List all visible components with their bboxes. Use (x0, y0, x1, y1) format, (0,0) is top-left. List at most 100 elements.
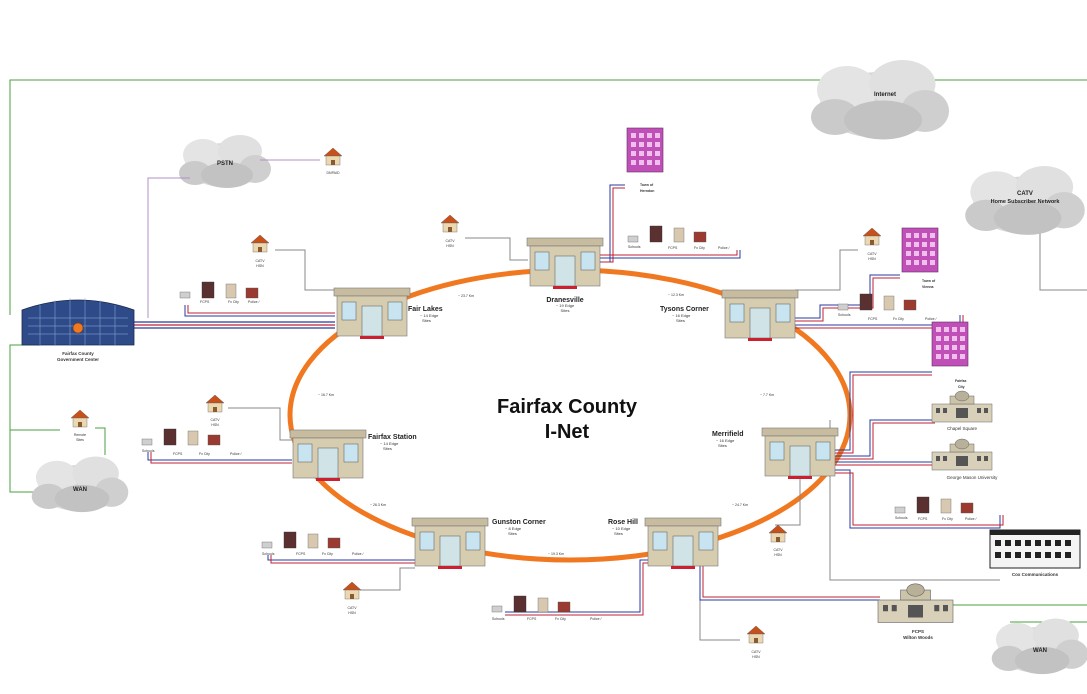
rose-hill-edge-sites (491, 595, 571, 613)
me-schools: Schools (895, 516, 908, 520)
fairfax-station-sub2: Sites (383, 446, 392, 451)
dr-catv-2: HSN (446, 244, 454, 248)
rose-hill-sub2: Sites (614, 531, 623, 536)
wan-right-label: WAN (1033, 648, 1047, 654)
dranesville-hub[interactable] (526, 237, 604, 290)
tc-police-1: Police / (925, 317, 937, 321)
gunston-corner-hub[interactable] (411, 517, 489, 570)
fair-lakes-edge-sites (179, 281, 259, 299)
fairfax-city-building-icon (931, 321, 969, 367)
remote-sites-house-icon (70, 409, 90, 428)
tc-catv-1: CATV (867, 252, 877, 256)
tc-schools: Schools (838, 313, 851, 317)
fs-catv-1: CATV (210, 418, 220, 422)
me-catv-1: CATV (773, 548, 783, 552)
gc-police-1: Police / (352, 552, 364, 556)
tc-fcps-1: FCPS (868, 317, 878, 321)
gunston-corner-sub2: Sites (508, 531, 517, 536)
dist-dr-tc: ~ 12.3 Km (668, 293, 684, 297)
fcps-wilton-label-2: Wilton Woods (903, 635, 933, 640)
chapel-square-building-icon (931, 390, 993, 423)
fair-lakes-sub2: Sites (422, 318, 431, 323)
wan-cloud-right (991, 618, 1087, 675)
vienna-label-2: Vienna (922, 285, 933, 289)
fair-lakes-catv-house-icon (250, 234, 270, 253)
fairfax-station-hub[interactable] (289, 429, 367, 482)
gc-schools: Schools (262, 552, 275, 556)
me-catv-2: HSN (774, 553, 782, 557)
dist-rh-gc: ~ 19.3 Km (548, 552, 564, 556)
rose-hill-hub[interactable] (644, 517, 722, 570)
fair-lakes-catv-2: HSN (256, 264, 264, 268)
wan-cloud-left (31, 456, 129, 513)
dr-fcps-1: FCPS (668, 246, 678, 250)
gunston-links (267, 555, 415, 591)
rose-hill-sub1: ~ 10 Edge (612, 526, 631, 531)
title-line-2: I-Net (545, 421, 590, 443)
merrifield-catv-house-icon (768, 524, 788, 543)
rh-county-1: Fx City (555, 617, 566, 621)
fairfax-station-name: Fairfax Station (368, 434, 417, 441)
dranesville-name: Dranesville (546, 297, 583, 304)
gov-center-bundle (130, 321, 335, 329)
tysons-corner-hub[interactable] (721, 289, 799, 342)
fs-county-1: Fx City (199, 452, 210, 456)
fs-fcps-1: FCPS (173, 452, 183, 456)
fair-lakes-hub[interactable] (333, 287, 411, 340)
vienna-building-icon (901, 227, 939, 273)
dr-catv-1: CATV (445, 239, 455, 243)
rose-hill-catv-house-icon (746, 625, 766, 644)
gc-fcps-1: FCPS (296, 552, 306, 556)
dr-schools: Schools (628, 245, 641, 249)
gmu-building-icon (931, 438, 993, 471)
cox-label: Cox Communications (1012, 572, 1059, 577)
fl-police-1: Police / (248, 300, 260, 304)
pstn-links (147, 159, 320, 318)
dr-county-1: Fx City (694, 246, 705, 250)
dist-fl-dr: ~ 23.7 Km (458, 294, 474, 298)
herndon-label-1: Town of (640, 183, 654, 187)
merrifield-sub2: Sites (718, 443, 727, 448)
rh-fcps-1: FCPS (527, 617, 537, 621)
fairfax-station-edge-sites (141, 428, 221, 446)
fair-lakes-name: Fair Lakes (408, 306, 443, 313)
gov-center-label-2: Government Center (57, 357, 99, 362)
me-police-1: Police / (965, 517, 977, 521)
tysons-corner-sub1: ~ 16 Edge (672, 313, 691, 318)
rh-schools: Schools (492, 617, 505, 621)
catv-hsn-cloud-label-1: CATV (1017, 191, 1033, 197)
me-county-1: Fx City (942, 517, 953, 521)
dranesville-sub2: Sites (561, 308, 570, 313)
gc-catv-2: HSN (348, 611, 356, 615)
merrifield-sub1: ~ 16 Edge (716, 438, 735, 443)
wan-left-label: WAN (73, 487, 87, 493)
rose-hill-links (505, 559, 880, 641)
vienna-label-1: Town of (922, 279, 936, 283)
gunston-catv-house-icon (342, 581, 362, 600)
fs-police-1: Police / (230, 452, 242, 456)
herndon-building-icon (626, 127, 664, 173)
dranesville-sub1: ~ 19 Edge (556, 303, 575, 308)
tysons-corner-sub2: Sites (676, 318, 685, 323)
fair-lakes-sub1: ~ 14 Edge (420, 313, 439, 318)
merrifield-edge-sites (894, 496, 974, 514)
dist-tc-me: ~ 7.7 Km (760, 393, 774, 397)
gunston-corner-sub1: ~ 8 Edge (505, 526, 522, 531)
tc-county-1: Fx City (893, 317, 904, 321)
dranesville-links (465, 184, 741, 263)
remote-sites-label-1: Remote (74, 433, 86, 437)
pstn-label: PSTN (217, 161, 233, 167)
tc-catv-2: HSN (868, 257, 876, 261)
dranesville-edge-sites (627, 225, 707, 243)
rh-catv-2: HSN (752, 655, 760, 659)
government-center-building (21, 298, 135, 346)
merrifield-hub[interactable] (761, 427, 839, 480)
dist-fs-fl: ~ 16.7 Km (318, 393, 334, 397)
gc-catv-1: CATV (347, 606, 357, 610)
dist-gc-fs: ~ 26.3 Km (370, 503, 386, 507)
fair-lakes-catv-1: CATV (255, 259, 265, 263)
tysons-corner-name: Tysons Corner (660, 306, 709, 313)
fs-schools: Schools (142, 449, 155, 453)
chapel-square-label: Chapel Square (947, 426, 978, 431)
